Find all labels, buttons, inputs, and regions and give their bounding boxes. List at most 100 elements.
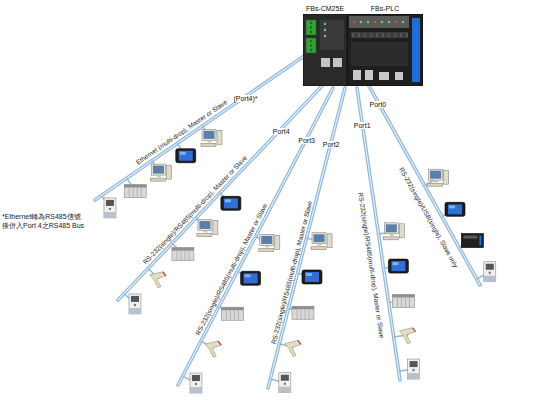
barcode-scanner-icon [150,272,166,288]
terminal-tick [395,33,396,37]
terminal-screw [310,49,313,52]
hmi-icon [388,259,408,273]
pc-stand [203,230,207,232]
pc-keyboard [150,178,165,181]
pc-icon [150,164,171,181]
footnote: *Ethernet轉為RS485信號 後併入Port 4之RS485 Bus [2,212,102,230]
inverter-body [279,373,291,393]
plc-top [463,236,477,239]
inverter-knob [284,383,286,385]
plc-icon [221,307,243,320]
status-led [395,21,397,23]
module-label: FBs-PLC [347,4,423,14]
port-connector [379,72,389,80]
plc-module-line [188,251,189,261]
plc-top [172,248,194,251]
terminal-screw [310,44,313,47]
face-panel [351,42,408,66]
plc-module-line [180,251,181,261]
status-led [360,21,362,23]
plc-module-line [300,309,301,319]
pc-icon [201,129,222,146]
plc-module-line [230,310,231,320]
plc-label-strip [479,236,481,246]
inverter-base [129,308,141,314]
cable-outer [178,88,333,385]
inverter-icon [190,373,202,393]
port-label: Port4 [272,128,291,135]
plc-module-line [409,297,410,307]
hmi-highlight [449,205,455,208]
port-connector [333,58,342,67]
pc-screen [199,221,210,229]
plc-body [172,248,194,261]
plc-top [124,185,146,188]
scanner-body [150,272,166,288]
plc-top [221,307,243,310]
inverter-knob [134,304,136,306]
hmi-screen [224,198,238,208]
pc-monitor [198,219,212,230]
hmi-frame [302,270,322,284]
pc-icon [383,223,404,240]
plc-module-line [405,297,406,307]
inverter-knob [412,369,414,371]
terminal-tick [371,33,372,37]
plc-icon [392,294,414,307]
terminal-tick [389,33,390,37]
port-label-holder: Port4 [272,120,291,138]
port-label-holder: Port3 [297,129,316,147]
hmi-screen [244,273,258,283]
plc-icon [461,234,483,248]
pc-tower [213,220,218,234]
inverter-display [281,375,289,381]
scanner-window [412,328,415,332]
status-led [353,21,355,23]
inverter-knob [195,383,197,385]
hmi-highlight [180,152,186,155]
port-label-holder: Port1 [353,114,372,132]
pc-stand [265,245,269,247]
hmi-screen [391,261,405,271]
pc-monitor [312,233,326,244]
inverter-body [104,198,116,218]
terminal-screw [310,26,313,29]
plc-module-line [176,251,177,261]
status-led [367,21,369,23]
plc-icon [124,185,146,198]
plc-module-line [184,251,185,261]
hmi-frame [176,149,196,163]
plc-module-line [397,297,398,307]
pc-monitor [429,169,443,180]
pc-icon [197,219,218,236]
pc-monitor [151,164,165,175]
pc-stand [318,244,322,246]
terminal-tick [353,33,354,37]
barcode-scanner-icon [205,341,221,357]
inverter-display [410,361,418,367]
module-housing [347,14,423,86]
hmi-frame [221,196,241,210]
plc-body [124,185,146,198]
plc-module-line [401,297,402,307]
cable-label: RS-232(single)/RS485(multi-drop), Master… [357,190,386,339]
inverter-icon [129,294,141,314]
terminal-block [306,20,316,35]
inverter-body [129,294,141,314]
cable-outer [95,52,310,200]
inverter-base [279,387,291,393]
port-connector [365,70,373,80]
terminal-tick [359,33,360,37]
cable-inner [178,88,333,385]
pc-screen [204,131,215,139]
inverter-knob [109,208,111,210]
note-holder: *Ethernet轉為RS485信號 後併入Port 4之RS485 Bus [2,212,102,230]
label-strip [412,18,420,82]
pc-keyboard [311,247,326,250]
inverter-icon [279,373,291,393]
inverter-display [192,375,200,381]
module-drawing [303,14,347,86]
pc-tower [217,130,222,144]
inverter-knob [489,272,491,274]
hmi-screen [305,272,319,282]
